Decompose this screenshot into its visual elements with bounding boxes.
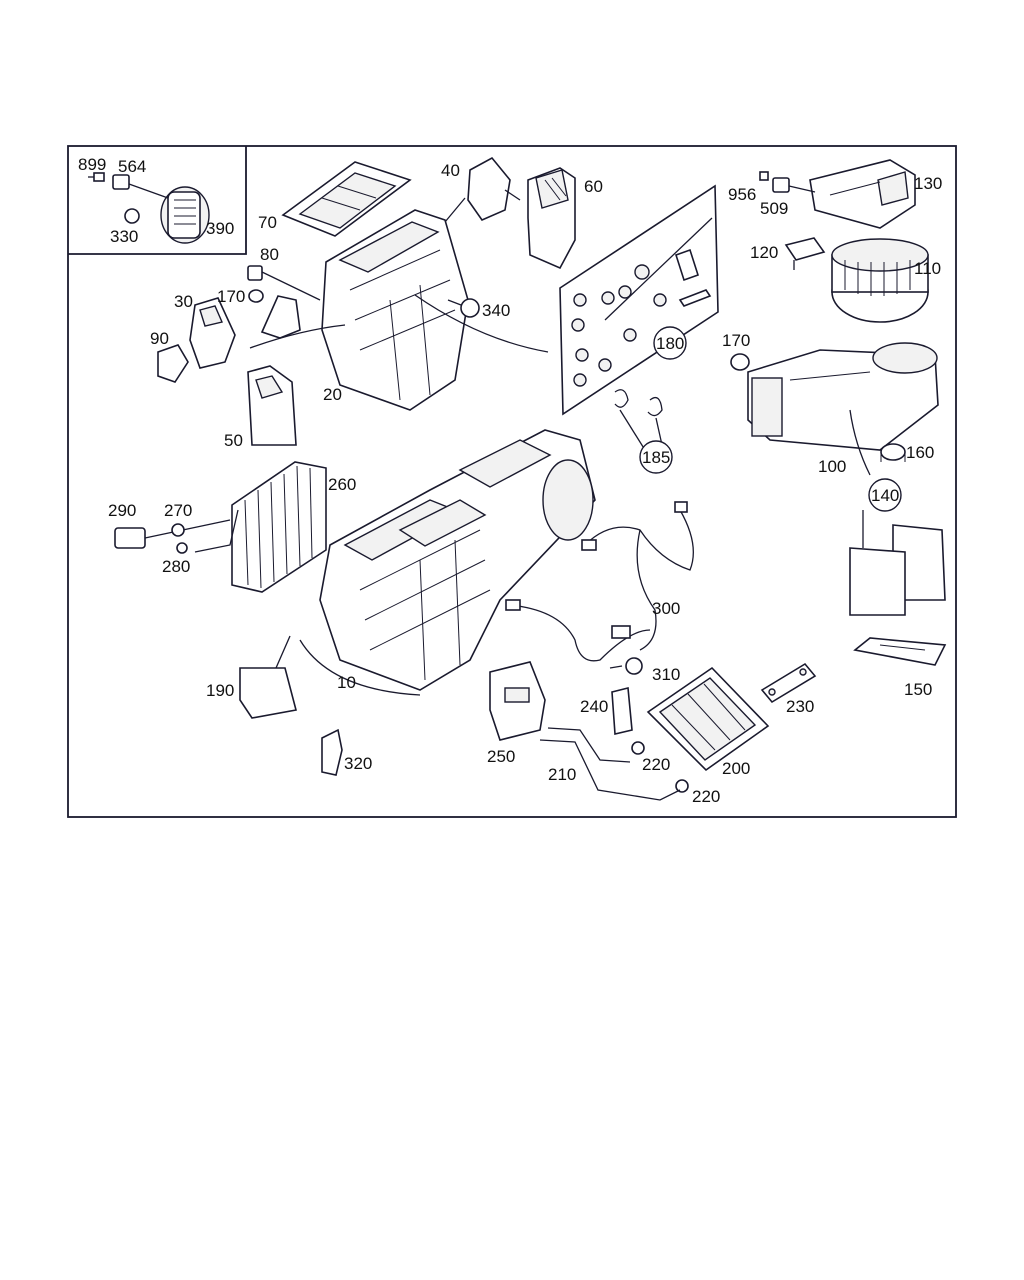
label-160: 160 — [906, 443, 934, 462]
label-290: 290 — [108, 501, 136, 520]
part-150-tray — [853, 637, 947, 666]
label-270: 270 — [164, 501, 192, 520]
label-220-upper: 220 — [642, 755, 670, 774]
label-190: 190 — [206, 681, 234, 700]
part-60-duct — [527, 167, 576, 270]
part-10-pipes — [299, 639, 421, 696]
part-220-seal-upper — [631, 741, 645, 755]
label-90: 90 — [150, 329, 169, 348]
part-20-side-bracket — [260, 295, 301, 339]
part-260-evaporator — [231, 461, 327, 593]
label-240: 240 — [580, 697, 608, 716]
label-110: 110 — [914, 259, 941, 278]
part-120-resistor — [784, 237, 826, 270]
label-100: 100 — [818, 457, 846, 476]
label-200: 200 — [722, 759, 750, 778]
part-100-blower-housing — [747, 342, 939, 451]
label-330: 330 — [110, 227, 138, 246]
part-564-connector — [112, 174, 169, 199]
label-60: 60 — [584, 177, 603, 196]
part-160-filter-element — [880, 443, 906, 462]
part-10-hvac-unit — [319, 429, 596, 691]
part-190-bracket — [239, 635, 297, 719]
inset-box — [68, 146, 247, 255]
part-320-hose — [321, 728, 343, 776]
label-230: 230 — [786, 697, 814, 716]
part-300-wiring-harness — [505, 501, 694, 662]
label-250: 250 — [487, 747, 515, 766]
label-956: 956 — [728, 185, 756, 204]
label-390: 390 — [206, 219, 234, 238]
label-260: 260 — [328, 475, 356, 494]
part-310-screw — [609, 657, 643, 675]
ref-circle-185 — [639, 440, 673, 474]
label-140: 140 — [871, 486, 899, 505]
part-70-cover — [281, 161, 412, 237]
part-250-cover — [489, 661, 546, 741]
arrow-to-blower-housing — [849, 409, 871, 476]
part-170-grommet-left — [248, 289, 264, 303]
part-340-clip — [447, 298, 480, 318]
label-70: 70 — [258, 213, 277, 232]
part-130-blower-cover — [809, 159, 916, 229]
part-899-screw — [88, 172, 105, 182]
ref-circle-140 — [868, 478, 902, 512]
label-80: 80 — [260, 245, 279, 264]
part-40-actuator — [444, 156, 521, 223]
part-280-seal — [176, 542, 188, 554]
label-40: 40 — [441, 161, 460, 180]
part-170-grommet-right — [730, 353, 750, 371]
label-185: 185 — [642, 448, 670, 467]
label-210: 210 — [548, 765, 576, 784]
part-290-expansion-valve — [114, 519, 231, 549]
label-340: 340 — [482, 301, 510, 320]
label-300: 300 — [652, 599, 680, 618]
diagram-frame — [67, 145, 957, 818]
part-509-connector — [772, 177, 816, 193]
part-80-sensor — [247, 265, 321, 301]
label-899: 899 — [78, 155, 106, 174]
part-390-resistor-module — [160, 186, 210, 244]
part-90-actuator-plug — [157, 344, 189, 383]
label-310: 310 — [652, 665, 680, 684]
label-564: 564 — [118, 157, 146, 176]
label-320: 320 — [344, 754, 372, 773]
part-210-heater-pipes — [539, 727, 681, 801]
part-20-housing — [321, 209, 469, 411]
part-240-gasket — [611, 686, 633, 735]
label-20: 20 — [323, 385, 342, 404]
part-30-flap-motor — [189, 297, 236, 369]
label-220-lower: 220 — [692, 787, 720, 806]
part-956-screw — [759, 171, 769, 181]
part-270-seal — [171, 523, 185, 537]
label-509: 509 — [760, 199, 788, 218]
part-230-bracket — [760, 662, 817, 704]
label-130: 130 — [914, 174, 942, 193]
part-110-blower-motor — [831, 238, 929, 323]
part-330-ring — [124, 208, 140, 224]
part-185-clips — [614, 389, 663, 451]
label-50: 50 — [224, 431, 243, 450]
label-30: 30 — [174, 292, 193, 311]
label-10: 10 — [337, 673, 356, 692]
arrow-right-to-housing — [414, 294, 549, 353]
label-280: 280 — [162, 557, 190, 576]
part-50-duct-panel — [247, 365, 297, 446]
part-140-filters — [849, 510, 946, 616]
part-evaporator-pipe — [194, 509, 239, 553]
part-200-heater-core — [646, 666, 770, 772]
label-120: 120 — [750, 243, 778, 262]
label-170-left: 170 — [217, 287, 245, 306]
part-220-seal-lower — [675, 779, 689, 793]
label-180: 180 — [656, 334, 684, 353]
ref-circle-180 — [653, 326, 687, 360]
part-180-lever-set — [559, 184, 719, 416]
arrow-left-to-housing — [249, 324, 346, 349]
label-150: 150 — [904, 680, 932, 699]
label-170-right: 170 — [722, 331, 750, 350]
